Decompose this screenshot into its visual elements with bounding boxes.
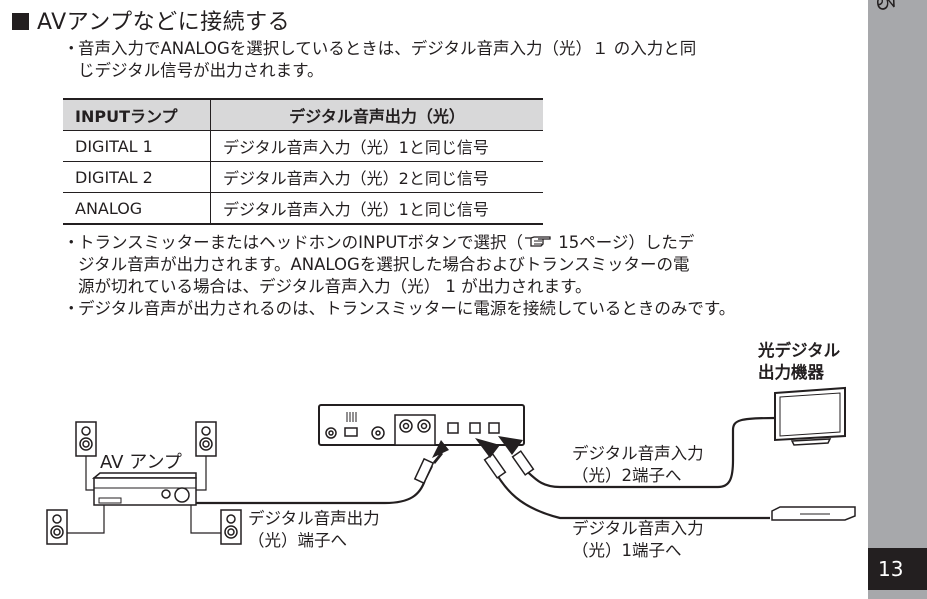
table-cell: ANALOG [63,192,211,225]
table-cell: DIGITAL 1 [63,130,211,162]
note-1-text-b: 15ページ）したデ [553,233,695,252]
table-row: ANALOG デジタル音声入力（光）1と同じ信号 [63,192,543,225]
note-1-line-3: 源が切れている場合は、デジタル音声入力（光） 1 が出力されます。 [78,277,592,296]
section-title: AVアンプなどに接続する [12,4,290,36]
speaker-icon [220,509,242,545]
bullet-icon: ・ [63,39,80,58]
table-row: DIGITAL 1 デジタル音声入力（光）1と同じ信号 [63,130,543,162]
intro-paragraph: ・ 音声入力でANALOGを選択しているときは、デジタル音声入力（光）１ の入力… [63,38,697,82]
bullet-icon: ・ [63,233,80,252]
amp-output-label-line-1: デジタル音声出力 [248,509,380,528]
note-2: ・ デジタル音声が出力されるのは、トランスミッターに電源を接続しているときのみで… [63,298,736,320]
input-2-label-line-1: デジタル音声入力 [572,444,704,463]
connection-diagram [46,386,856,545]
insert-arrow-icon [432,436,523,464]
note-1-text-a: トランスミッターまたはヘッドホンのINPUTボタンで選択（ [78,233,523,252]
disc-player-icon [771,506,856,521]
note-2-text: デジタル音声が出力されるのは、トランスミッターに電源を接続しているときのみです。 [78,299,736,318]
table-row: DIGITAL 2 デジタル音声入力（光）2と同じ信号 [63,161,543,193]
input-1-label-line-2: （光）1端子へ [572,541,682,560]
source-device-label: 光デジタル 出力機器 [758,340,840,384]
optical-port-icon [469,422,481,434]
note-1-line-2: ジタル音声が出力されます。ANALOGを選択した場合およびトランスミッターの電 [78,255,690,274]
input-1-label-line-1: デジタル音声入力 [572,519,704,538]
intro-line-2: じデジタル信号が出力されます。 [78,61,324,80]
intro-line-1: 音声入力でANALOGを選択しているときは、デジタル音声入力（光）１ の入力と同 [78,39,697,58]
input-1-label: デジタル音声入力 （光）1端子へ [572,518,704,562]
note-1-line-1: トランスミッターまたはヘッドホンのINPUTボタンで選択（ 15ページ）したデ [78,232,694,254]
optical-port-icon [447,422,459,434]
note-1: ・ トランスミッターまたはヘッドホンのINPUTボタンで選択（ 15ページ）した… [63,232,694,298]
input-2-label-line-2: （光）2端子へ [572,466,682,485]
amp-output-label: デジタル音声出力 （光）端子へ [248,508,380,552]
page-number: 13 [868,548,927,590]
transmitter-icon [318,404,525,446]
speaker-icon [75,421,97,457]
side-tab-label: る [872,0,898,14]
table-cell: デジタル音声入力（光）2と同じ信号 [210,161,543,193]
hand-pointer-icon [525,236,551,247]
speaker-icon [46,509,68,545]
amp-label: AV アンプ [100,452,182,473]
av-amplifier-icon [91,472,197,506]
amp-output-label-line-2: （光）端子へ [248,531,347,550]
source-label-line-1: 光デジタル [758,341,841,360]
optical-port-icon [488,422,500,434]
table-header-row: INPUTランプ デジタル音声出力（光） [63,98,543,131]
table-cell: デジタル音声入力（光）1と同じ信号 [210,130,543,162]
section-title-text: AVアンプなどに接続する [37,10,291,35]
input-2-label: デジタル音声入力 （光）2端子へ [572,443,704,487]
source-label-line-2: 出力機器 [758,363,824,382]
side-tab [868,0,927,599]
speaker-icon [195,421,217,457]
optical-plug-icon [413,450,535,485]
tv-icon [774,386,846,446]
square-bullet-icon [12,13,29,30]
input-lamp-table: INPUTランプ デジタル音声出力（光） DIGITAL 1 デジタル音声入力（… [63,98,543,225]
table-cell: デジタル音声入力（光）1と同じ信号 [210,192,543,225]
bullet-icon: ・ [63,299,80,318]
